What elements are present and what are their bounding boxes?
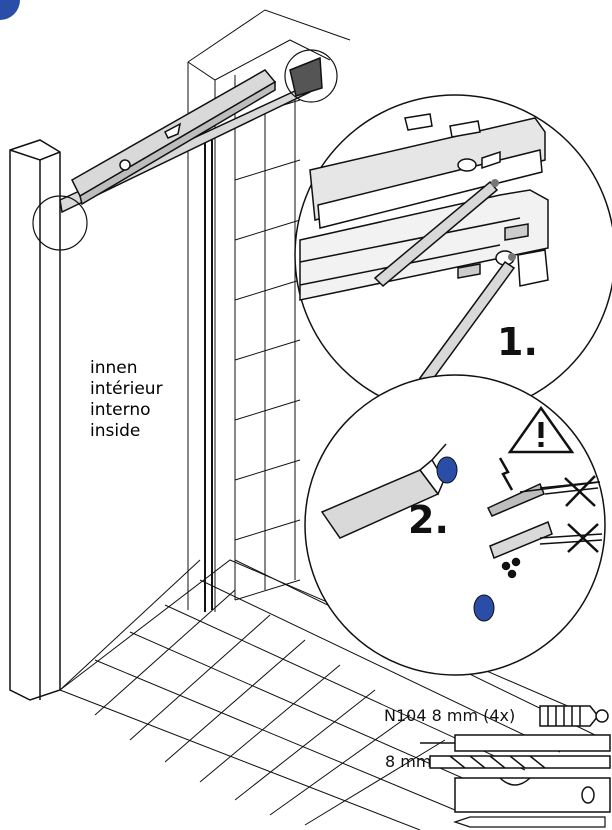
inside-label-en: inside <box>90 421 141 441</box>
vertical-profile <box>204 132 213 612</box>
drill-size-label: 8 mm <box>385 752 432 771</box>
inside-label-de: innen <box>90 358 138 378</box>
inside-label-it: interno <box>90 400 151 420</box>
left-post <box>9 139 61 701</box>
warning-triangle-icon <box>507 405 575 454</box>
detail-circle-right <box>284 49 338 103</box>
step-1-label: 1. <box>497 320 538 364</box>
detail-2 <box>304 374 606 676</box>
tool-pencil <box>453 816 606 828</box>
detail-1 <box>294 94 612 416</box>
sealant-dot-top <box>436 456 458 484</box>
tool-drill-bit <box>429 755 611 769</box>
sealant-dot-bottom <box>473 594 495 622</box>
detail-circle-left <box>32 195 88 251</box>
tool-caulking-gun <box>420 734 611 752</box>
dowel-label: N104 8 mm (4x) <box>384 706 516 725</box>
step-2-label: 2. <box>408 498 449 542</box>
corner-badge <box>0 0 20 20</box>
top-rail <box>59 56 323 214</box>
tool-spirit-level <box>454 777 611 813</box>
tool-dowels <box>539 705 609 727</box>
no-drill-cable-icon <box>486 457 601 517</box>
inside-labels: innen intérieur interno inside <box>90 358 163 442</box>
inside-label-fr: intérieur <box>90 379 163 399</box>
floor-tiles <box>59 559 601 830</box>
no-drill-pipe-icon <box>489 520 603 579</box>
